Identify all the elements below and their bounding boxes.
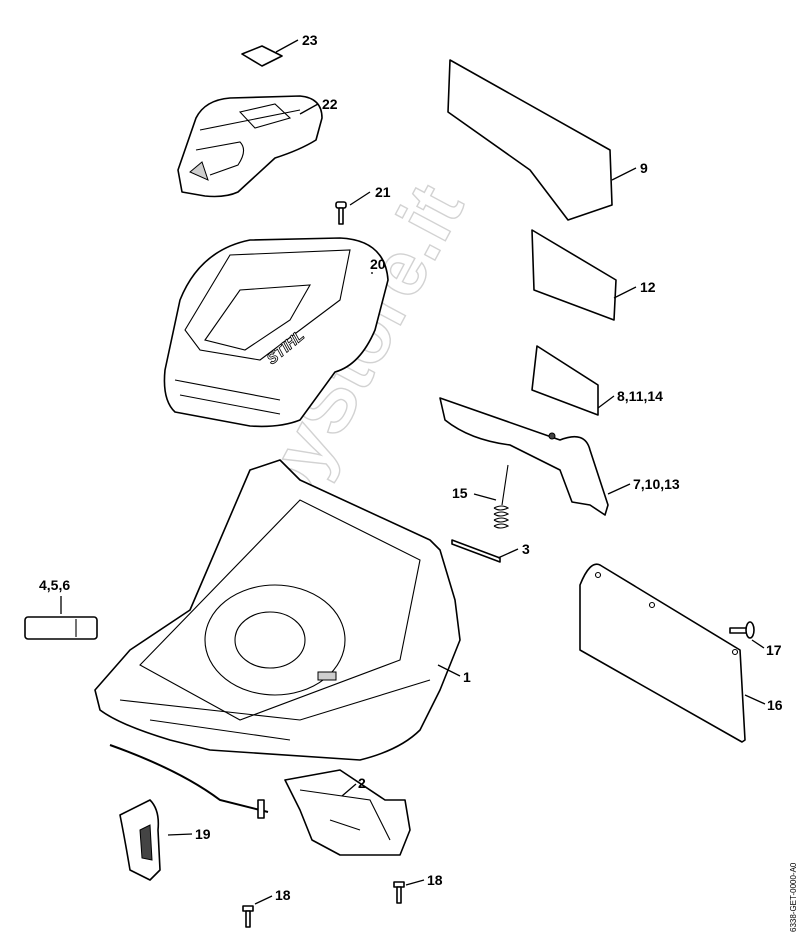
part-flap-large[interactable] [447,59,613,221]
document-number: 6338-GET-0000-A0 [789,862,798,932]
callout-1: 1 [463,669,471,685]
part-rod[interactable] [451,539,501,563]
part-mower-deck[interactable] [94,459,461,761]
callout-3: 3 [522,541,530,557]
callout-16: 16 [767,697,783,713]
part-wire-rod[interactable] [109,744,269,819]
part-flap-medium[interactable] [531,229,617,321]
callout-19: 19 [195,826,211,842]
callout-18a: 18 [275,887,291,903]
callout-17: 17 [766,642,782,658]
part-decal[interactable] [241,45,283,67]
part-discharge-chute[interactable] [284,769,411,856]
part-label-set[interactable] [24,616,98,640]
callout-18b: 18 [427,872,443,888]
part-rear-guard[interactable] [579,563,746,743]
part-spring[interactable] [493,464,510,529]
part-housing-hood[interactable]: STIHL [163,237,389,428]
callout-4-5-6: 4,5,6 [39,577,70,593]
part-front-handle[interactable] [119,799,161,881]
callout-22: 22 [322,96,338,112]
part-screw-b[interactable] [393,881,405,904]
part-handle-cover[interactable] [177,95,323,198]
part-screw-a[interactable] [242,905,254,928]
callout-20: 20 [370,256,386,272]
callout-8-11-14: 8,11,14 [617,388,663,404]
callout-23: 23 [302,32,318,48]
part-flap-small[interactable] [531,345,599,416]
part-screw[interactable] [335,201,347,225]
callout-7-10-13: 7,10,13 [633,476,680,492]
callout-2: 2 [358,775,366,791]
part-rear-flap[interactable] [439,397,609,516]
callout-21: 21 [375,184,391,200]
callout-12: 12 [640,279,656,295]
callout-15: 15 [452,485,468,501]
callout-9: 9 [640,160,648,176]
part-screw-rear[interactable] [729,621,755,639]
leader-lines [60,39,766,905]
